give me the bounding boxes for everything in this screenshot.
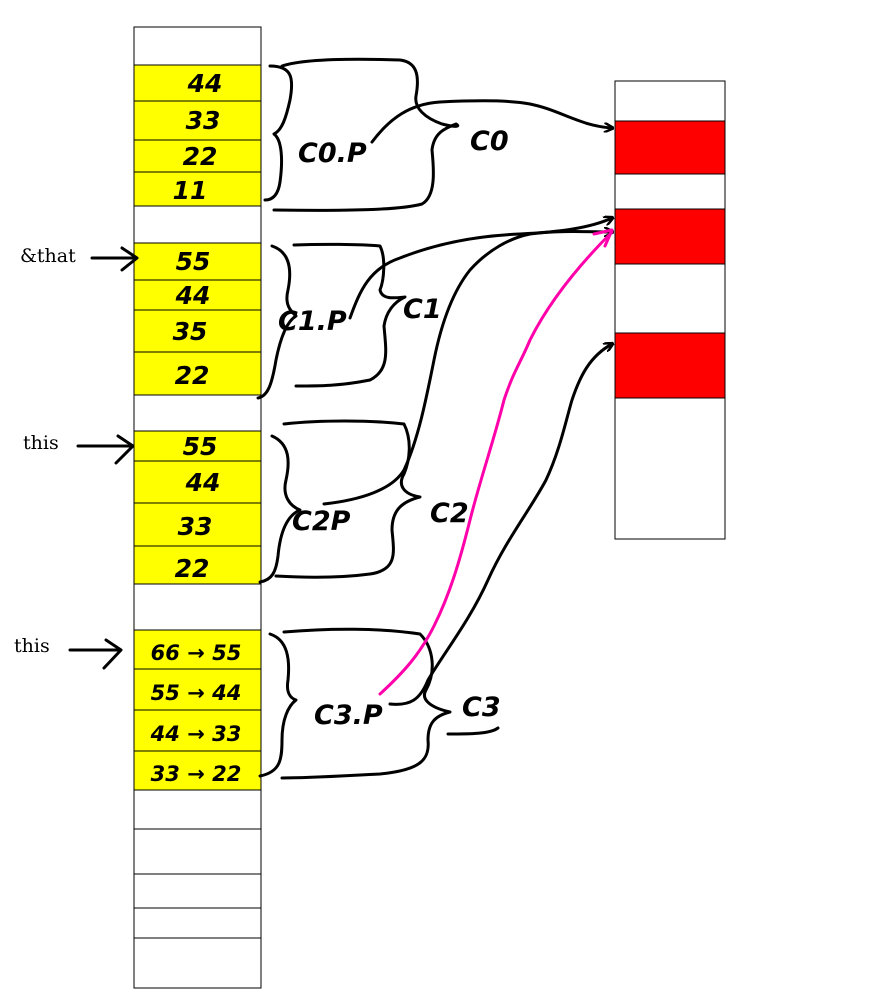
c3-value-2: 44 → 33: [150, 722, 242, 746]
c2-label: C2: [430, 498, 469, 529]
c0-p-label: C0.P: [298, 138, 367, 169]
c2-block: [134, 431, 261, 584]
c2-annotation: C2P C2: [258, 232, 612, 584]
c2-heap-arrow: [322, 232, 612, 506]
pointer-this-2-arrow: [68, 638, 123, 670]
pointer-this-1-label: this: [23, 432, 59, 454]
stack-column: 44 33 22 11 55 44 35 22 55 44 33 22 66 →…: [133, 26, 262, 989]
c2-value-0: 55: [183, 432, 218, 461]
c1-value-2: 35: [173, 317, 208, 346]
c0-annotation: C0.P C0: [263, 57, 612, 212]
c3-copy-arrow-pink: [378, 230, 614, 696]
c0-value-3: 11: [173, 176, 208, 205]
c0-block: [134, 65, 261, 206]
c1-value-1: 44: [175, 281, 211, 310]
c0-label: C0: [470, 126, 509, 157]
c2-values: 55 44 33 22: [175, 432, 221, 583]
c2-value-3: 22: [175, 554, 210, 583]
c3-value-0: 66 → 55: [151, 641, 242, 665]
heap-column: [614, 80, 726, 540]
c3-heap-arrow: [388, 344, 612, 706]
c3-p-brace: [258, 632, 298, 778]
heap-block-0: [615, 121, 725, 174]
heap-border: [614, 80, 726, 540]
c1-label: C1: [403, 294, 442, 325]
c1-value-0: 55: [176, 247, 211, 276]
c3-p-label: C3.P: [314, 700, 383, 731]
c3-label-underline: [446, 726, 500, 736]
c0-p-brace: [263, 64, 294, 202]
stack-row-dividers: [134, 64, 261, 939]
c0-value-1: 33: [186, 106, 221, 135]
pointer-that-arrow: [90, 246, 139, 272]
c1-p-brace: [256, 244, 298, 400]
c2-p-label: C2P: [292, 506, 351, 537]
c2-outer-brace: [274, 419, 422, 579]
heap-block-1: [615, 209, 725, 264]
c1-outer-brace: [292, 242, 407, 388]
c1-values: 55 44 35 22: [173, 247, 211, 390]
heap-block-2: [615, 333, 725, 398]
c3-value-3: 33 → 22: [151, 762, 242, 786]
c3-annotation: C3.P C3: [258, 228, 614, 780]
c0-value-0: 44: [187, 69, 223, 98]
c1-block: [134, 243, 261, 395]
c3-value-1: 55 → 44: [151, 681, 242, 705]
c1-heap-arrow: [348, 218, 612, 320]
c0-outer-brace: [272, 57, 460, 212]
c3-label: C3: [462, 692, 501, 723]
pointer-this-2-label: this: [14, 635, 50, 657]
c0-value-2: 22: [183, 142, 218, 171]
c3-outer-brace: [280, 627, 452, 780]
c2-p-brace: [258, 434, 302, 584]
pointer-this-1-arrow: [76, 434, 135, 465]
c2-value-1: 44: [185, 468, 221, 497]
stack-border: [133, 26, 262, 989]
c3-values: 66 → 55 55 → 44 44 → 33 33 → 22: [150, 641, 242, 786]
c0-heap-arrow: [370, 99, 612, 144]
c2-value-2: 33: [178, 512, 213, 541]
pointer-this-2: this: [14, 635, 123, 670]
c3-copy-arrow-pink-head: [592, 228, 614, 248]
c1-value-3: 22: [175, 361, 210, 390]
c1-p-label: C1.P: [278, 306, 347, 337]
pointer-that: &that: [20, 245, 139, 272]
pointer-that-label: &that: [20, 245, 76, 267]
c1-annotation: C1.P C1: [256, 218, 612, 400]
c0-values: 44 33 22 11: [173, 69, 223, 205]
pointer-this-1: this: [23, 432, 135, 465]
